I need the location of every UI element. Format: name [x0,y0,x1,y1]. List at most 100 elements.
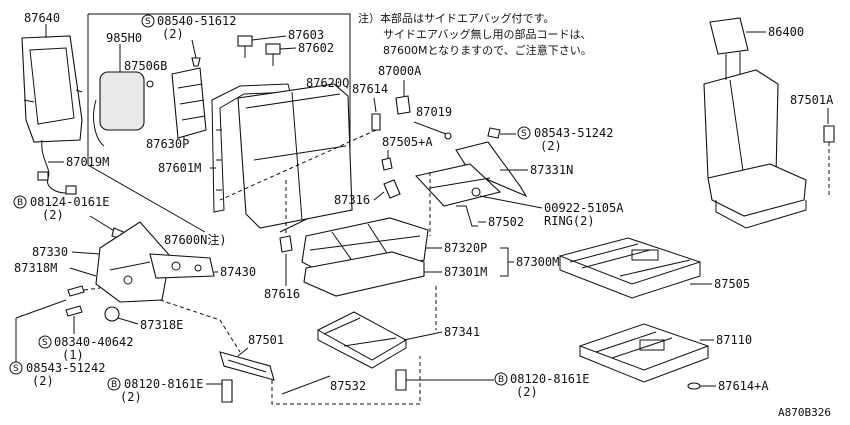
slide-rail-part [219,351,275,381]
side-panel-part [171,67,207,139]
label-08540: 08540-51612 [157,14,236,28]
label-87501A: 87501A [790,93,834,107]
label-87501: 87501 [248,333,284,347]
label-87532: 87532 [330,379,366,393]
label-87600N: 87600N注) [164,232,227,247]
note-line-1: 注）本部品はサイドエアバッグ付です。 [358,11,554,25]
label-87614: 87614 [352,82,388,96]
seatback-frame-part [211,83,291,213]
label-87318E: 87318E [140,318,183,332]
label-87601M: 87601M [158,161,201,175]
svg-text:S: S [42,338,48,348]
assembled-seat-part [703,17,807,229]
svg-text:S: S [521,129,527,139]
label-87614A: 87614+A [718,379,769,393]
grommet-icon [687,382,701,390]
seat-pan-frame-part [316,311,408,369]
label-87506B: 87506B [124,59,167,73]
svg-text:B: B [111,380,117,390]
label-87603: 87603 [288,28,324,42]
label-87110: 87110 [716,333,752,347]
label-87019M: 87019M [66,155,109,169]
label-08543-upper: 08543-51242 [534,126,613,140]
recliner-part [149,253,215,279]
label-87318M: 87318M [14,261,57,275]
b-marker-icon [107,377,121,391]
back-board-part [21,35,83,143]
label-08120-left: 08120-8161E [124,377,203,391]
label-87019: 87019 [416,105,452,119]
headrest-guide-part [237,35,281,66]
seat-slide-frame-part [558,237,702,299]
b-marker-icon [13,195,27,209]
screw-icon [487,127,501,139]
label-87320P: 87320P [444,241,487,255]
svg-text:S: S [13,364,19,374]
screw-icon [67,285,85,297]
clip-icon [383,179,401,199]
screw-icon [191,57,201,67]
label-87620Q: 87620Q [306,76,349,90]
clip-icon [279,235,293,253]
b-marker-icon [494,372,508,386]
switch-part [395,95,411,115]
label-87640: 87640 [24,11,60,25]
seat-pad-part [303,251,425,297]
s-marker-icon [38,335,52,349]
label-08543-lower: 08543-51242 [26,361,105,375]
diagram-code: A870B326 [778,406,831,419]
lever-icon [823,125,835,143]
label-87602: 87602 [298,41,334,55]
clip-icon [381,157,393,171]
label-87000A: 87000A [378,64,422,78]
label-87341: 87341 [444,325,480,339]
rod-part [281,375,331,395]
label-08540-qty: (2) [162,27,184,41]
label-87330: 87330 [32,245,68,259]
s-marker-icon [517,126,531,140]
label-985H0: 985H0 [106,31,142,45]
note-line-3: 87600Mとなりますので、ご注意下さい。 [383,43,592,57]
label-08120-right-qty: (2) [516,385,538,399]
seat-base-part [578,323,710,383]
airbag-module-part [93,71,145,147]
svg-text:B: B [17,198,23,208]
label-87616: 87616 [264,287,300,301]
label-87300M: 87300M [516,255,559,269]
bolt-icon [146,80,154,88]
ring-icon [471,187,481,197]
label-87316: 87316 [334,193,370,207]
note-line-2: サイドエアバッグ無し用の部品コードは、 [383,27,592,41]
cap-icon [104,306,120,322]
label-87430: 87430 [220,265,256,279]
label-87505A: 87505+A [382,135,433,149]
label-08120-left-qty: (2) [120,390,142,404]
label-08120-right: 08120-8161E [510,372,589,386]
seatback-cushion-part [237,83,353,229]
seat-side-cover-part [95,221,171,303]
bolt-icon [221,379,233,403]
label-ring: RING(2) [544,214,595,228]
s-marker-icon [141,14,155,28]
bolt-icon [395,369,407,391]
svg-text:B: B [498,375,504,385]
label-08124-qty: (2) [42,208,64,222]
label-08124: 08124-0161E [30,195,109,209]
screw-icon [65,305,83,317]
lever-part [456,205,478,227]
label-00922: 00922-5105A [544,201,624,215]
label-08543-upper-qty: (2) [540,139,562,153]
lever-rod-part [413,121,447,135]
seat-bracket-part [414,141,528,207]
label-86400: 86400 [768,25,804,39]
label-87630P: 87630P [146,137,189,151]
harness-part [37,139,77,195]
label-87502: 87502 [488,215,524,229]
label-08340-qty: (1) [62,348,84,362]
label-08543-lower-qty: (2) [32,374,54,388]
label-87301M: 87301M [444,265,487,279]
label-87331N: 87331N [530,163,573,177]
svg-text:S: S [145,17,151,27]
